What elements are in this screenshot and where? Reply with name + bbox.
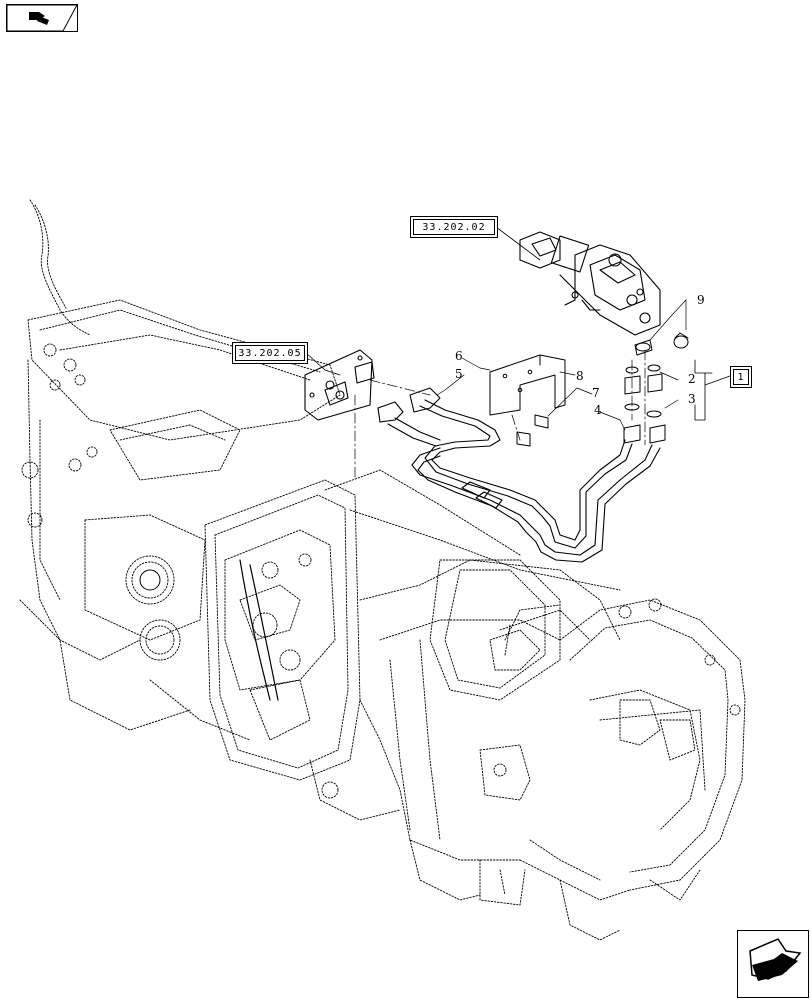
callout-5: 5: [455, 367, 463, 381]
hydraulic-pipes: [377, 387, 661, 563]
gear-detail: [139, 559, 279, 701]
reference-box-kit[interactable]: 1: [730, 366, 752, 388]
callout-7: 7: [592, 386, 600, 400]
transmission-housing: [19, 199, 746, 941]
mount-plate: [304, 349, 375, 421]
center-lines: [354, 349, 646, 481]
reference-leaders: [304, 226, 731, 421]
callout-9: 9: [697, 293, 705, 307]
callout-leaders: [436, 299, 687, 431]
next-page-button[interactable]: [737, 930, 809, 998]
callout-8: 8: [576, 369, 584, 383]
previous-page-button[interactable]: [6, 4, 78, 32]
reference-box-left[interactable]: 33.202.05: [232, 342, 308, 364]
callout-6: 6: [455, 349, 463, 363]
reference-label-left: 33.202.05: [238, 347, 302, 359]
next-page-icon: [749, 938, 802, 981]
bracket: [489, 354, 566, 447]
reference-box-top[interactable]: 33.202.02: [410, 216, 498, 238]
fittings: [623, 332, 689, 444]
reference-label-top: 33.202.02: [422, 221, 486, 233]
callout-4: 4: [594, 403, 602, 417]
callout-3: 3: [688, 392, 696, 406]
callout-2: 2: [688, 372, 696, 386]
reference-label-kit: 1: [737, 371, 745, 383]
valve-assembly: [519, 231, 661, 336]
